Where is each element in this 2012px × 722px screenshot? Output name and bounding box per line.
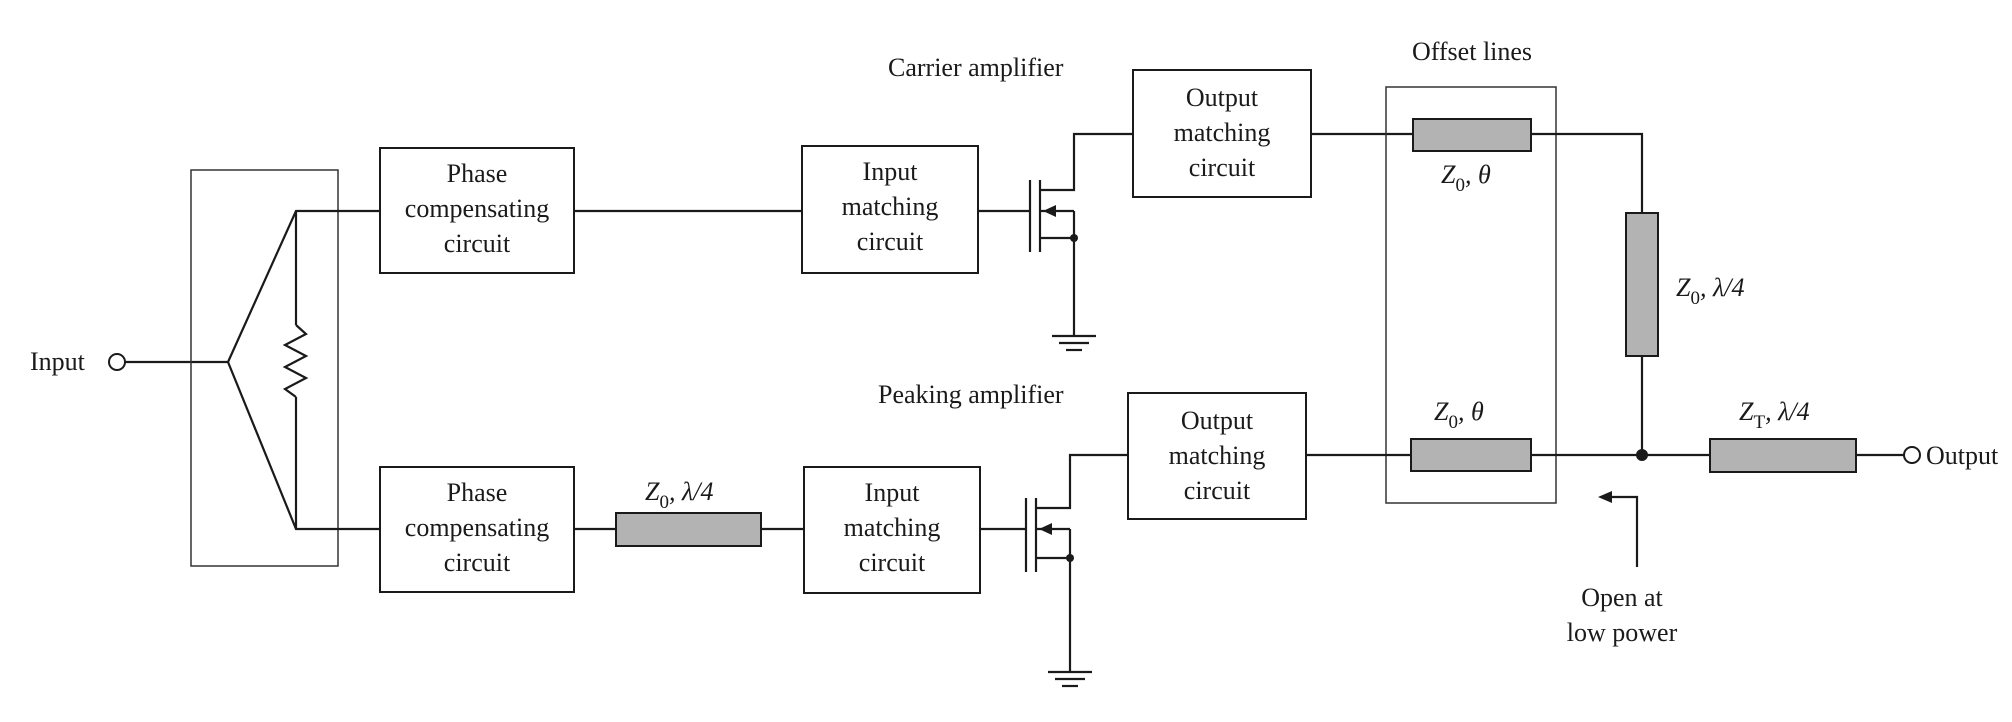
output-transformer-line [1709, 438, 1857, 473]
offset-lines-frame [1385, 86, 1557, 504]
output-terminal [1903, 446, 1921, 464]
output-matching-circuit-bottom: Output matching circuit [1127, 392, 1307, 520]
carrier-transistor [1028, 132, 1133, 336]
svg-text:compensating: compensating [405, 513, 549, 542]
svg-text:Input: Input [863, 157, 919, 186]
svg-text:circuit: circuit [857, 227, 924, 256]
peaking-transistor [1024, 453, 1128, 672]
input-matching-circuit-bottom: Input matching circuit [803, 466, 981, 594]
svg-text:Input: Input [865, 478, 921, 507]
open-at-low-power-label-line2: low power [1567, 618, 1678, 647]
output-matching-circuit-top: Output matching circuit [1132, 69, 1312, 198]
open-at-low-power-label-line1: Open at [1581, 583, 1663, 612]
svg-text:compensating: compensating [405, 194, 549, 223]
svg-text:circuit: circuit [444, 229, 511, 258]
splitter-upper-arm [226, 209, 380, 363]
quarter-wave-input-label: Z0, λ/4 [645, 477, 713, 513]
offset-line-top [1412, 118, 1532, 152]
output-label: Output [1926, 441, 1999, 470]
svg-text:Phase: Phase [447, 159, 508, 188]
isolation-resistor [282, 324, 309, 398]
svg-text:Output: Output [1186, 83, 1259, 112]
ground-symbol-bottom [1048, 670, 1092, 688]
open-indicator-arrowhead [1598, 491, 1612, 503]
svg-text:circuit: circuit [444, 548, 511, 577]
svg-text:Output: Output [1181, 406, 1254, 435]
ground-symbol-top [1052, 334, 1096, 352]
quarter-wave-line-vertical [1625, 212, 1659, 357]
input-matching-circuit-top: Input matching circuit [801, 145, 979, 274]
svg-text:matching: matching [1174, 118, 1271, 147]
top-wire-to-quarter-wave [1531, 132, 1644, 213]
open-indicator-arrow-line [1610, 495, 1639, 567]
offset-line-bottom-label: Z0, θ [1434, 397, 1484, 433]
quarter-wave-line-input [615, 512, 762, 547]
phase-compensating-circuit-top: Phase compensating circuit [379, 147, 575, 274]
input-terminal [108, 353, 126, 371]
svg-text:matching: matching [842, 192, 939, 221]
quarter-wave-vertical-label: Z0, λ/4 [1676, 273, 1744, 309]
svg-text:Phase: Phase [447, 478, 508, 507]
power-splitter-frame [190, 169, 339, 567]
carrier-amplifier-label: Carrier amplifier [888, 53, 1064, 82]
input-label: Input [30, 347, 86, 376]
offset-lines-label: Offset lines [1412, 37, 1532, 66]
svg-text:circuit: circuit [1184, 476, 1251, 505]
svg-text:matching: matching [844, 513, 941, 542]
offset-line-top-label: Z0, θ [1441, 160, 1491, 196]
offset-line-bottom [1410, 438, 1532, 472]
svg-text:circuit: circuit [859, 548, 926, 577]
output-transformer-label: ZT, λ/4 [1739, 397, 1810, 433]
phase-compensating-circuit-bottom: Phase compensating circuit [379, 466, 575, 593]
peaking-amplifier-label: Peaking amplifier [878, 380, 1064, 409]
svg-text:matching: matching [1169, 441, 1266, 470]
svg-text:circuit: circuit [1189, 153, 1256, 182]
splitter-lower-arm [226, 361, 380, 531]
